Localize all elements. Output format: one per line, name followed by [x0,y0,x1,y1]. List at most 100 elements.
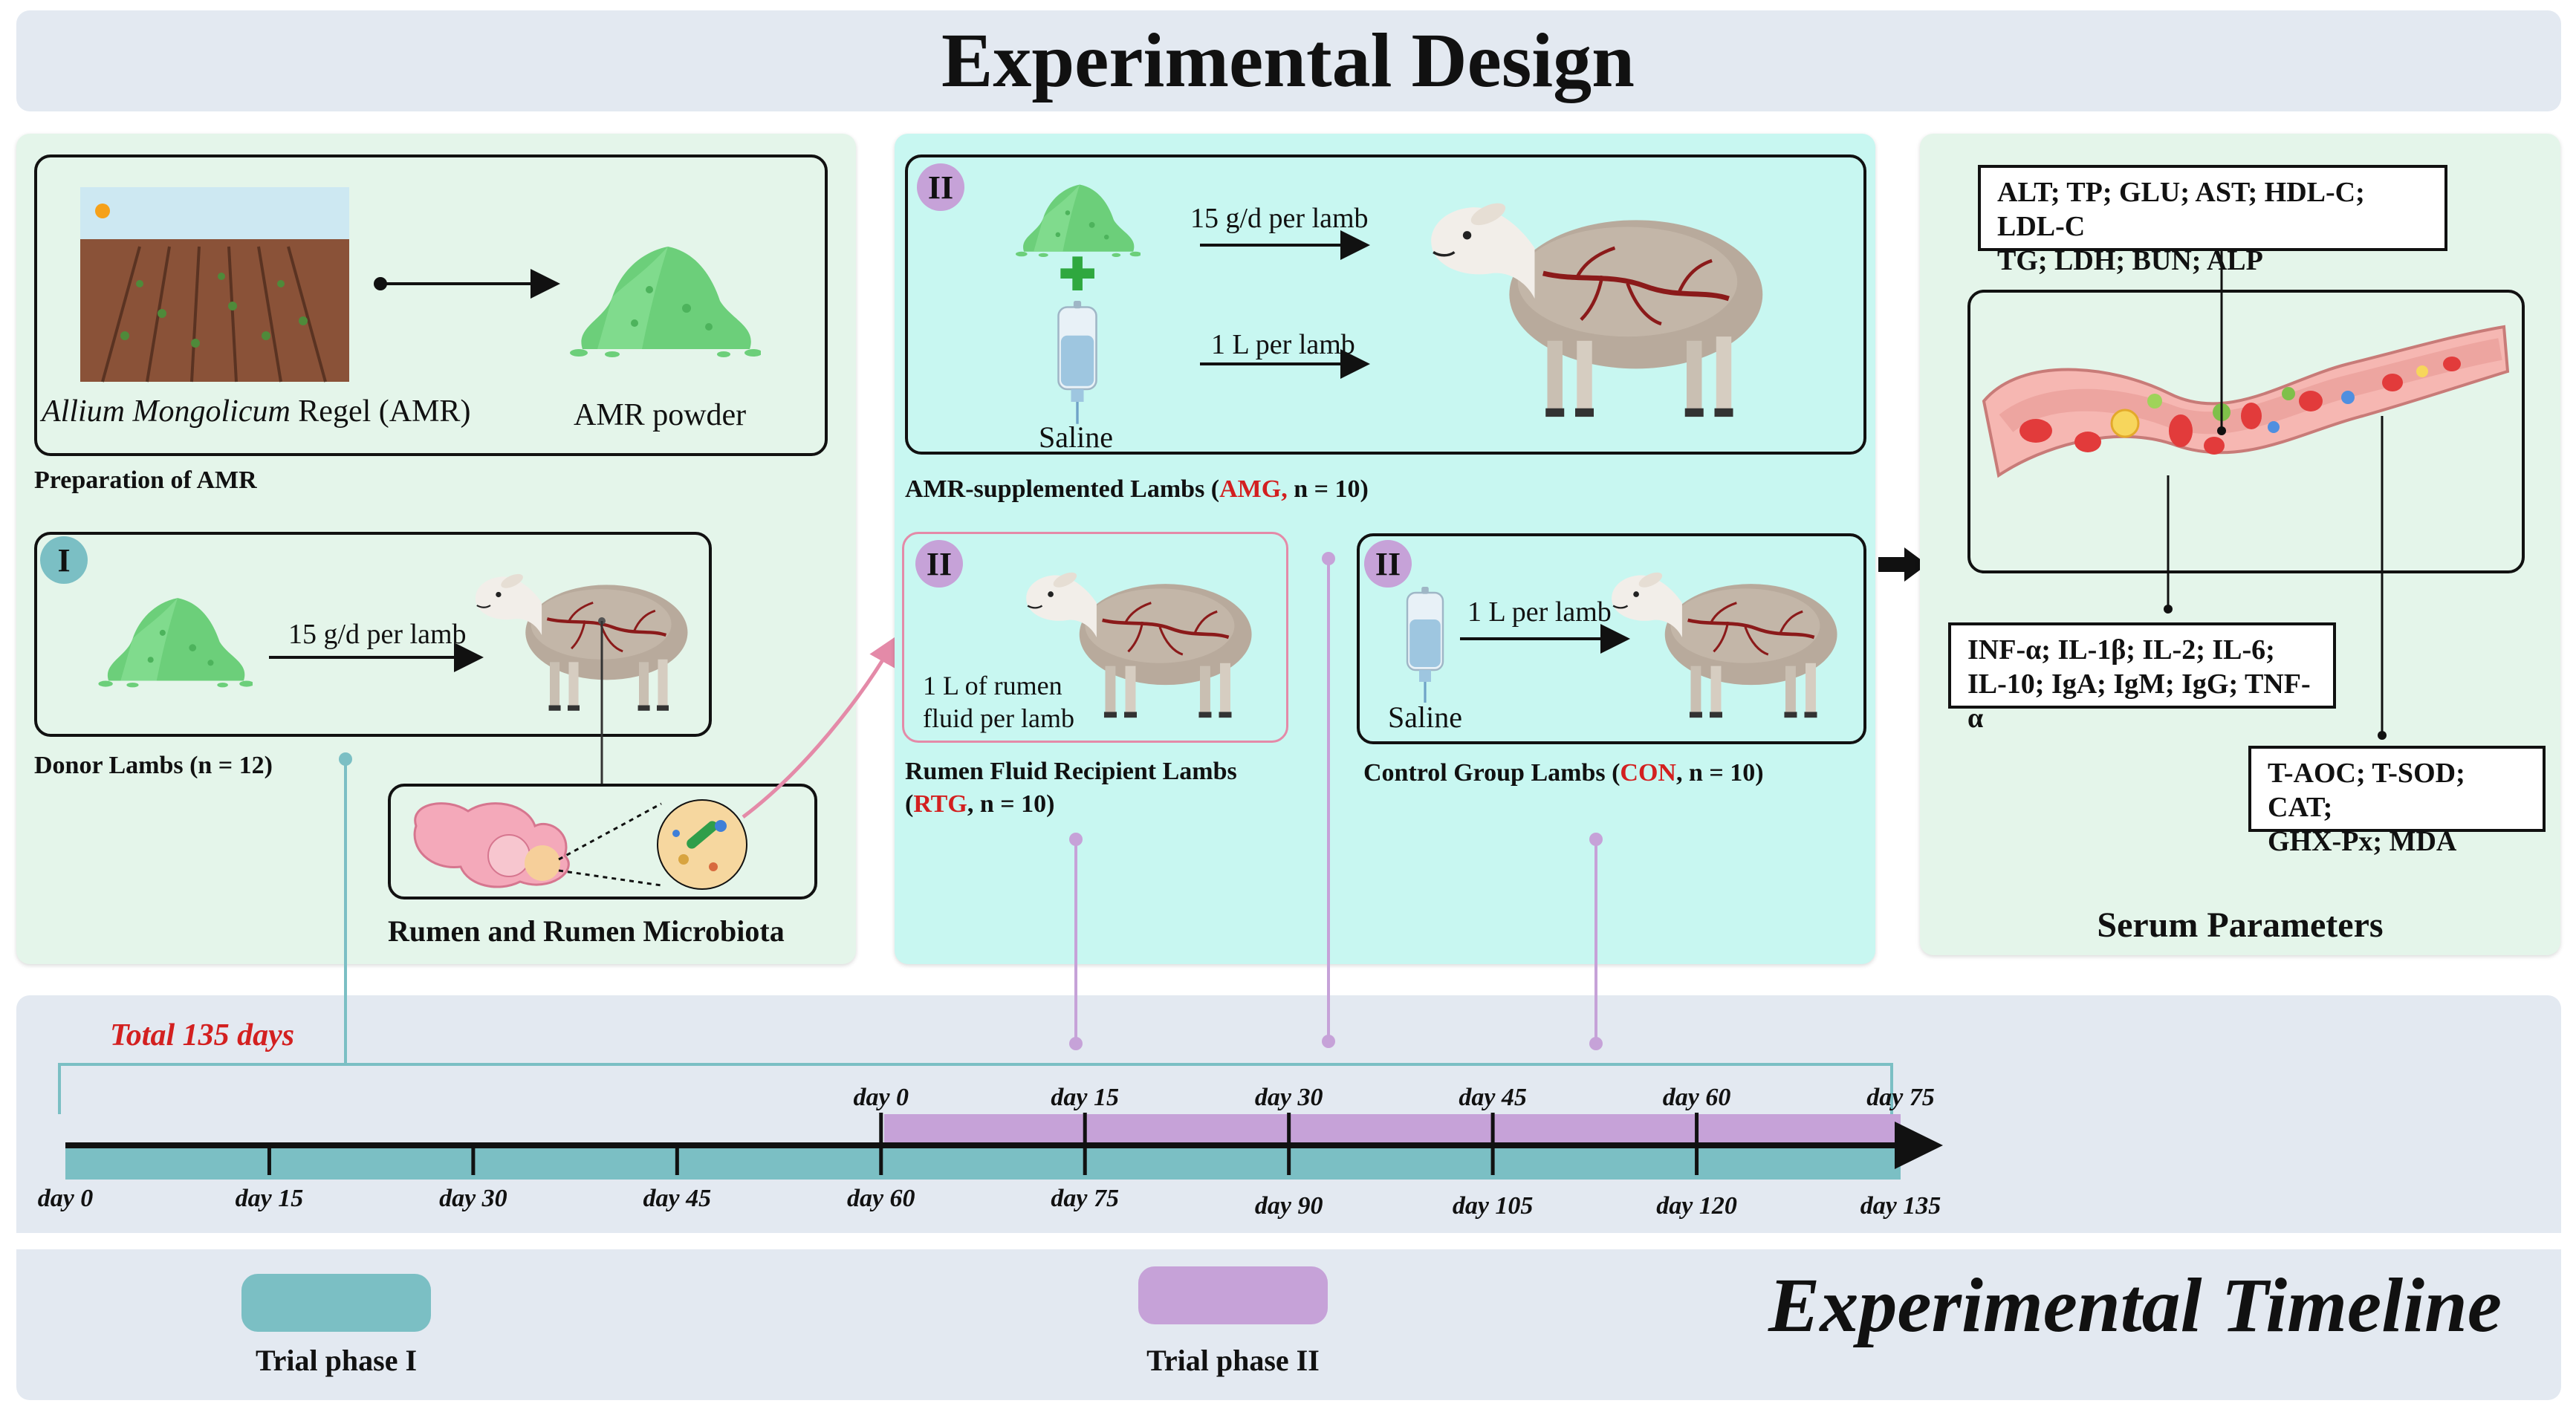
plant-label-rest: Regel (AMR) [290,394,471,429]
rtg-caption-line2: (RTG, n = 10) [905,790,1054,819]
lower-tick-label: day 75 [1051,1185,1119,1212]
amg-dose1: 15 g/d per lamb [1190,203,1369,234]
serum-caption: Serum Parameters [2097,905,2384,945]
plant-label: Allium Mongolicum Regel (AMR) [42,394,470,429]
rumen-caption: Rumen and Rumen Microbiota [388,914,785,948]
donor-caption: Donor Lambs (n = 12) [34,752,273,779]
amg-saline-label: Saline [1039,420,1113,454]
rtg-caption-code: RTG [913,790,967,818]
con-caption-code: CON [1620,759,1676,787]
powder-label: AMR powder [574,398,747,432]
serum-connector-3 [2378,416,2387,740]
amg-arrow2 [1200,349,1370,379]
timeline-axis: day 0 day 15 day 30 day 45 day 60 day 75 day … [38,1084,1943,1220]
rumen-box [388,784,817,899]
field-image [80,187,349,383]
con-caption: Control Group Lambs (CON, n = 10) [1363,759,1764,787]
legend-phase-i-swatch [241,1274,431,1332]
amg-sheep-icon [1408,165,1779,432]
total-days-bracket [58,1063,1893,1114]
donor-arrow [269,642,484,672]
timeline-separator [16,1233,2561,1249]
phase-i-bar [65,1145,1901,1180]
donor-sheep-icon [461,542,698,728]
lower-tick-label: day 90 [1255,1192,1323,1220]
title-banner [16,10,2561,111]
serum-connector-1 [2217,251,2226,435]
badge-amg: II [917,163,964,211]
amg-caption-code: AMG, [1219,475,1288,503]
rtg-box [902,532,1288,743]
plus-icon: ✚ [1059,250,1097,299]
amg-arrow1 [1200,230,1370,260]
rtg-timeline-connector [1069,833,1083,1050]
lower-tick-label: day 60 [847,1185,915,1212]
donor-rumen-connector [598,617,606,784]
rtg-caption-line1: Rumen Fluid Recipient Lambs [905,758,1237,785]
con-box [1357,533,1866,744]
donor-powder-icon [98,598,253,688]
lower-tick-label: day 0 [38,1185,94,1212]
con-caption-b: , n = 10) [1675,759,1764,787]
to-serum-arrow [1878,547,1927,582]
serum-box3-line1: T-AOC; T-SOD; CAT; [2268,758,2465,823]
rtg-dose-line1: 1 L of rumen [923,671,1062,700]
con-saline-bag-icon [1406,587,1444,704]
legend-phase-i-label: Trial phase I [255,1344,418,1377]
amr-powder-icon [570,247,761,357]
timeline-title: Experimental Timeline [1768,1263,2502,1348]
page-title: Experimental Design [941,18,1635,103]
badge-phase-i: I [40,536,88,584]
con-arrow [1460,624,1630,654]
amg-saline-bag-icon [1057,301,1098,426]
serum-box2-line2: IL-10; IgA; IgM; IgG; TNF-α [1967,668,2311,734]
serum-box-antioxidant: T-AOC; T-SOD; CAT; GHX-Px; MDA [2248,746,2546,857]
donor-timeline-connector [339,752,352,1064]
total-days-label: Total 135 days [110,1018,295,1053]
amg-caption-a: AMR-supplemented Lambs ( [905,475,1220,503]
preparation-caption: Preparation of AMR [34,466,257,494]
lower-tick-label: day 30 [439,1185,507,1212]
blood-vessel-image [1976,312,2511,498]
upper-tick-label: day 60 [1663,1084,1731,1111]
rtg-caption-open: ( [905,790,914,818]
upper-tick-label: day 0 [853,1084,909,1111]
rumen-image [401,789,802,893]
blood-vessel-box [1967,290,2525,573]
badge-rtg: II [915,540,963,588]
rtg-dose-line2: fluid per lamb [923,703,1074,733]
donor-dose: 15 g/d per lamb [288,619,467,650]
con-saline-label: Saline [1388,700,1462,734]
legend-phase-ii-label: Trial phase II [1146,1344,1320,1377]
timeline-arrowhead [1895,1122,1943,1169]
rtg-caption-b: , n = 10) [967,790,1055,818]
legend-phase-ii-swatch [1138,1266,1328,1324]
con-dose: 1 L per lamb [1467,596,1612,628]
serum-box1-line1: ALT; TP; GLU; AST; HDL-C; LDL-C [1997,177,2365,242]
serum-box3-line2: GHX-Px; MDA [2268,826,2457,857]
amg-timeline-connector [1322,552,1335,1048]
amg-caption-b: n = 10) [1287,475,1369,503]
amg-caption: AMR-supplemented Lambs (AMG, n = 10) [905,475,1369,504]
serum-box-biochem: ALT; TP; GLU; AST; HDL-C; LDL-C TG; LDH;… [1978,165,2447,276]
serum-box-immune: INF-α; IL-1β; IL-2; IL-6; IL-10; IgA; Ig… [1948,622,2336,734]
upper-tick-label: day 15 [1051,1084,1119,1111]
serum-box2-line1: INF-α; IL-1β; IL-2; IL-6; [1967,634,2275,666]
con-caption-a: Control Group Lambs ( [1363,759,1620,787]
lower-tick-label: day 15 [236,1185,304,1212]
lower-tick-label: day 120 [1656,1192,1737,1220]
lower-tick-label: day 45 [643,1185,712,1212]
preparation-box [34,154,828,456]
amg-dose2: 1 L per lamb [1211,329,1355,360]
badge-con: II [1364,540,1412,588]
prep-arrow [374,269,560,299]
donor-box [34,532,712,737]
upper-tick-label: day 30 [1255,1084,1323,1111]
phase-ii-bar [884,1114,1901,1147]
upper-tick-label: day 45 [1459,1084,1527,1111]
con-sheep-icon [1596,541,1849,734]
upper-tick-label: day 75 [1866,1084,1935,1111]
serum-box1-line2: TG; LDH; BUN; ALP [1997,245,2263,276]
plant-label-italic: Allium Mongolicum [42,394,291,429]
sun-icon [95,204,110,218]
